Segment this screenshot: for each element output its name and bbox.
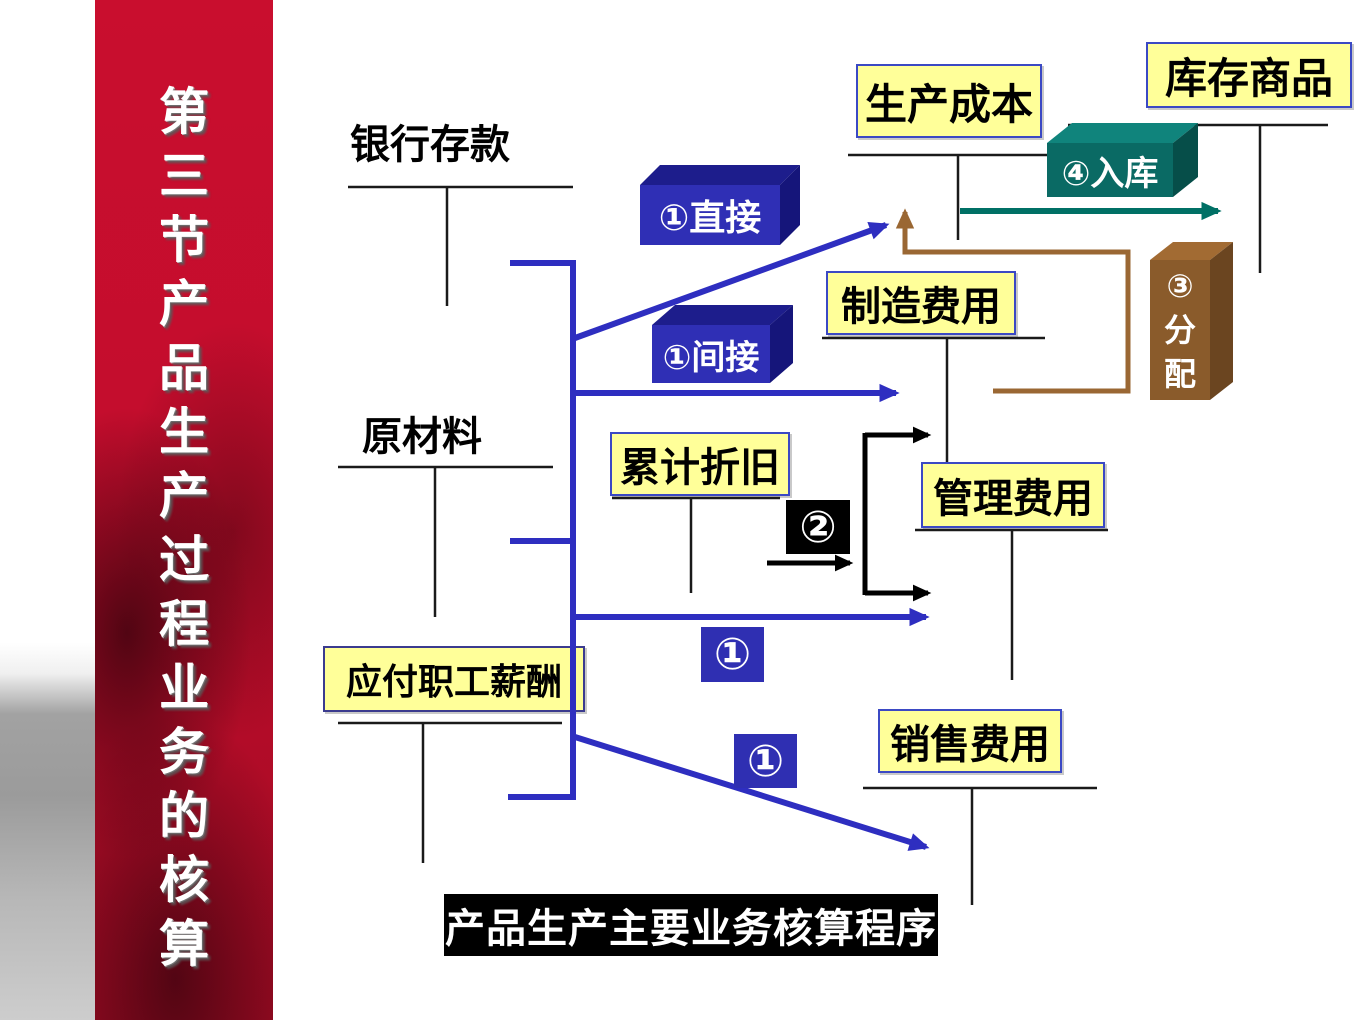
direct-cost-arrow <box>573 222 890 341</box>
account-box-finished-goods: 库存商品 <box>1146 42 1352 108</box>
section-banner: 第三节产品生产过程业务的核算 <box>95 0 273 1020</box>
step1-admin-badge: ① <box>701 627 764 682</box>
allocation-box-top-face <box>1150 242 1233 260</box>
step1-selling-badge: ① <box>734 734 797 788</box>
account-label-bank: 银行存款 <box>350 123 510 167</box>
account-box-manufacturing-overhead: 制造费用 <box>826 271 1016 335</box>
section-title-vertical: 第三节产品生产过程业务的核算 <box>159 84 209 972</box>
indirect-box-top-face <box>652 305 793 325</box>
account-box-selling-expense: 销售费用 <box>878 709 1062 773</box>
diagram-title: 产品生产主要业务核算程序 <box>444 894 938 956</box>
indirect-cost-3d-box: ①间接 <box>652 305 793 383</box>
allocation-path <box>895 208 1131 394</box>
direct-cost-3d-box: ①直接 <box>640 165 800 245</box>
warehouse-box-label: ④入库 <box>1047 143 1173 197</box>
allocation-box-side-face <box>1210 242 1233 400</box>
account-box-production-cost: 生产成本 <box>856 64 1042 138</box>
indirect-box-side-face <box>770 305 793 383</box>
warehouse-in-3d-box: ④入库 <box>1047 123 1198 197</box>
account-box-accumulated-depreciation: 累计折旧 <box>610 432 790 496</box>
indirect-box-label: ①间接 <box>652 325 770 383</box>
direct-box-top-face <box>640 165 800 185</box>
account-label-raw-materials: 原材料 <box>362 415 482 459</box>
account-box-admin-expense: 管理费用 <box>921 462 1105 528</box>
wage-to-selling-arrow <box>574 734 930 851</box>
mountain-mist-background <box>0 0 95 1020</box>
step2-badge: ② <box>786 500 850 554</box>
account-box-payroll: 应付职工薪酬 <box>323 646 585 712</box>
direct-box-side-face <box>780 165 800 245</box>
direct-box-label: ①直接 <box>640 185 780 245</box>
warehouse-box-top-face <box>1047 123 1198 143</box>
